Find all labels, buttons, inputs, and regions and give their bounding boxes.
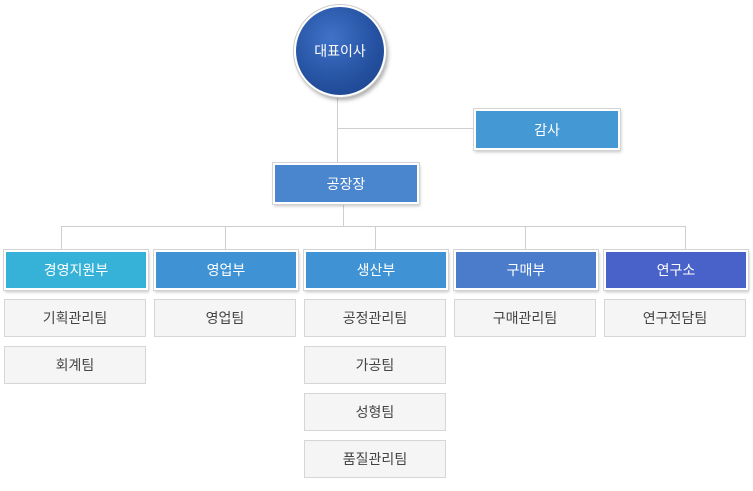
- team-molding: 성형팀: [304, 393, 446, 431]
- department-purchasing: 구매부: [454, 250, 598, 290]
- team-process-management: 공정관리팀: [304, 299, 446, 337]
- team-label: 가공팀: [355, 358, 395, 374]
- department-label: 경영지원부: [43, 263, 109, 279]
- team-accounting: 회계팀: [4, 346, 146, 384]
- team-label: 영업팀: [205, 311, 245, 327]
- audit-branch-line: [337, 128, 476, 129]
- team-label: 성형팀: [355, 405, 395, 421]
- dept-drop-line-2: [225, 226, 226, 251]
- plant-manager-node: 공장장: [273, 163, 419, 204]
- dept-drop-line-1: [61, 226, 62, 251]
- department-management-support: 경영지원부: [4, 250, 148, 290]
- team-label: 구매관리팀: [492, 311, 558, 327]
- department-production: 생산부: [304, 250, 448, 290]
- department-sales: 영업부: [154, 250, 298, 290]
- team-quality-management: 품질관리팀: [304, 440, 446, 478]
- department-bus-line: [61, 226, 686, 227]
- team-label: 기획관리팀: [42, 311, 108, 327]
- team-label: 품질관리팀: [342, 452, 408, 468]
- audit-node: 감사: [474, 109, 620, 150]
- plant-to-bus-line: [343, 202, 344, 226]
- ceo-label: 대표이사: [314, 44, 366, 60]
- dept-drop-line-4: [525, 226, 526, 251]
- team-planning-management: 기획관리팀: [4, 299, 146, 337]
- audit-label: 감사: [534, 122, 560, 139]
- department-label: 연구소: [656, 263, 696, 279]
- team-label: 공정관리팀: [342, 311, 408, 327]
- team-machining: 가공팀: [304, 346, 446, 384]
- team-purchasing-management: 구매관리팀: [454, 299, 596, 337]
- department-label: 구매부: [506, 263, 546, 279]
- dept-drop-line-3: [375, 226, 376, 251]
- team-sales: 영업팀: [154, 299, 296, 337]
- dept-drop-line-5: [685, 226, 686, 251]
- team-label: 연구전담팀: [642, 311, 708, 327]
- team-label: 회계팀: [55, 358, 95, 374]
- department-research: 연구소: [604, 250, 748, 290]
- team-dedicated-research: 연구전담팀: [604, 299, 746, 337]
- ceo-node: 대표이사: [294, 5, 386, 97]
- department-label: 생산부: [356, 263, 396, 279]
- plant-manager-label: 공장장: [326, 176, 366, 193]
- department-label: 영업부: [206, 263, 246, 279]
